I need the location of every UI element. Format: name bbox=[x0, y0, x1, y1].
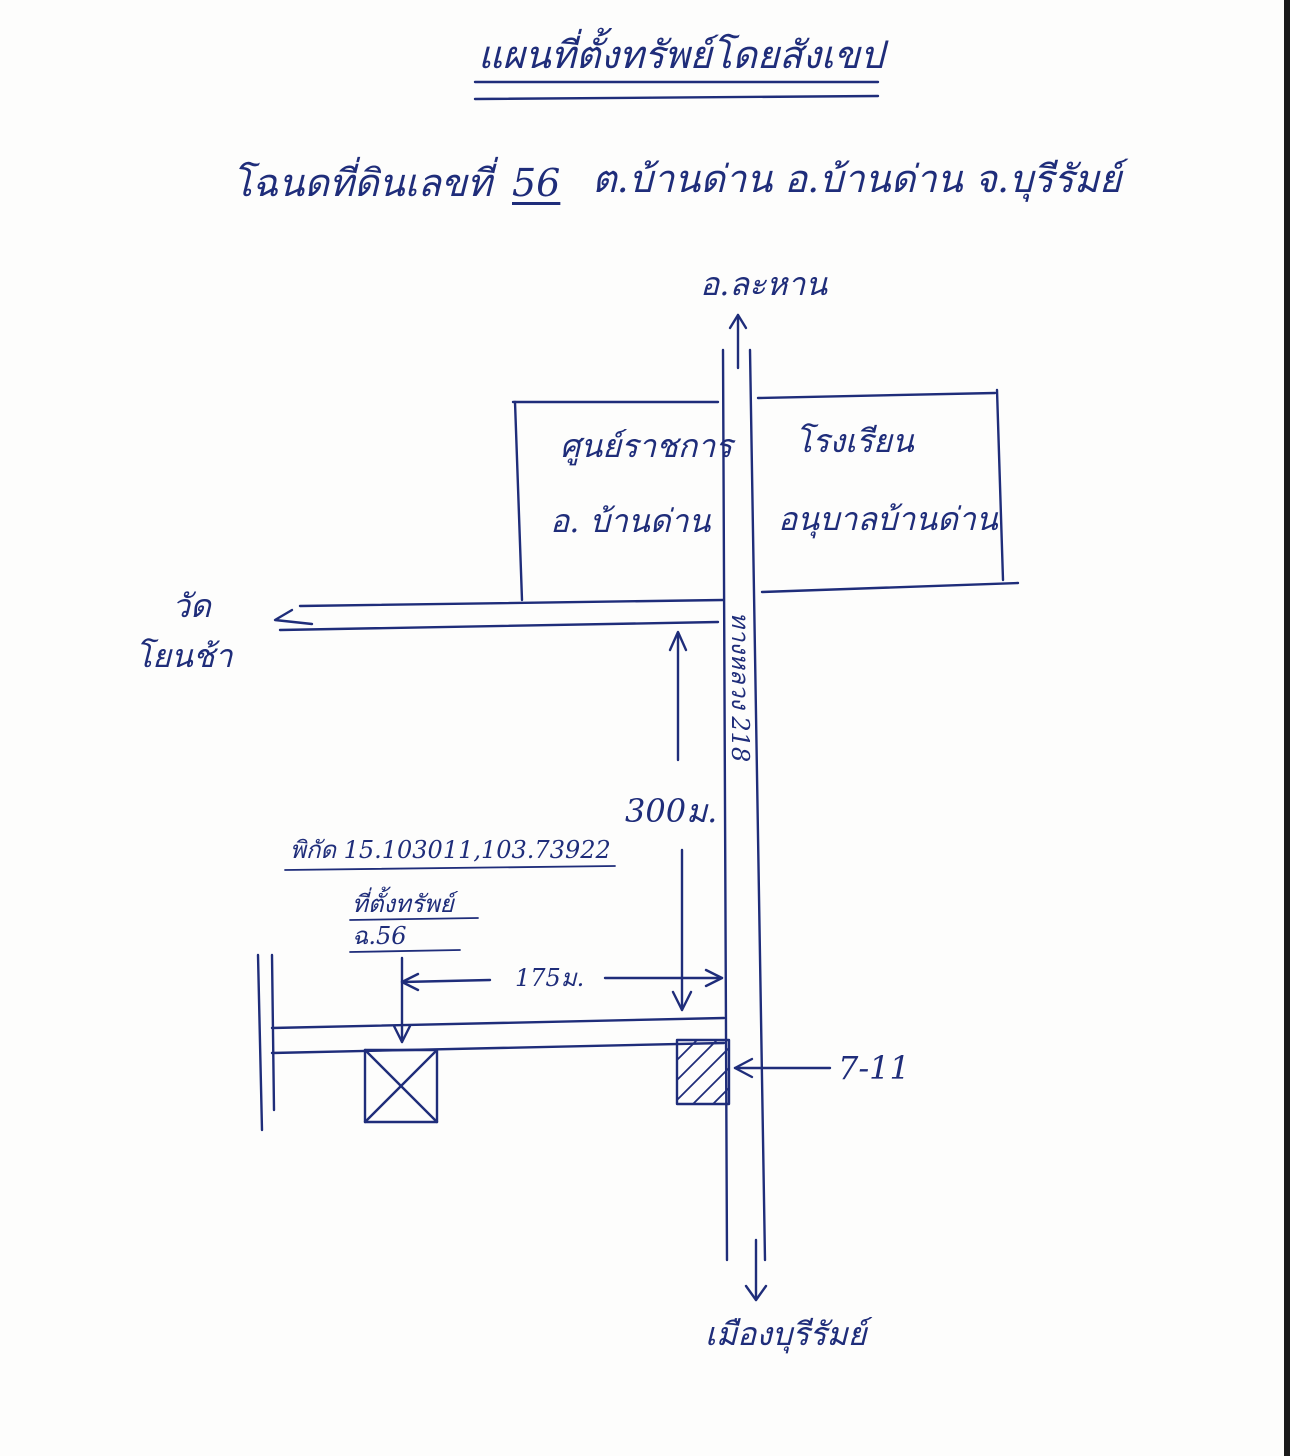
west-arrow-head bbox=[273, 608, 314, 626]
vertical-distance-label: 300ม. bbox=[625, 792, 718, 830]
coordinates-label: พิกัด 15.103011,103.73922 bbox=[290, 836, 611, 864]
west-road-top bbox=[298, 598, 725, 608]
west-direction-label-2: โยนช้า bbox=[135, 637, 233, 675]
property-label: ที่ตั้งทรัพย์ bbox=[352, 890, 454, 918]
title-double-underline bbox=[473, 94, 880, 101]
district-office-label-2: อ. บ้านด่าน bbox=[550, 502, 711, 540]
horizontal-distance-label: 175ม. bbox=[515, 964, 585, 992]
district-office-left bbox=[513, 400, 524, 602]
south-arrow-head bbox=[744, 1284, 768, 1302]
map-title: แผนที่ตั้งทรัพย์โดยสังเขป bbox=[478, 33, 884, 77]
school-right bbox=[995, 388, 1005, 582]
highway-left-edge bbox=[721, 348, 729, 1262]
highway-label: ทางหลวง 218 bbox=[726, 612, 754, 763]
north-direction-label: อ.ละหาน bbox=[700, 265, 828, 303]
property-pointer-arrow bbox=[392, 1024, 412, 1044]
school-label-2: อนุบาลบ้านด่าน bbox=[778, 500, 998, 538]
store-box bbox=[675, 1038, 731, 1106]
side-road-end-line-1 bbox=[256, 953, 264, 1132]
store-pointer-arrow bbox=[733, 1057, 754, 1079]
deed-number: 56 bbox=[512, 161, 561, 205]
school-top bbox=[756, 391, 997, 400]
deed-prefix: โฉนดที่ดินเลขที่ bbox=[232, 161, 492, 205]
side-road-end-line-2 bbox=[270, 953, 276, 1112]
coordinates-underline bbox=[284, 865, 616, 871]
vertical-measure-arrow-down bbox=[671, 990, 693, 1012]
north-arrow-head bbox=[728, 313, 748, 330]
property-plot-cross-2 bbox=[363, 1048, 439, 1124]
property-plot-box bbox=[363, 1048, 439, 1124]
property-label-underline bbox=[349, 917, 479, 921]
west-road-bottom bbox=[278, 620, 720, 632]
vertical-measure-arrow-up bbox=[668, 630, 688, 652]
south-direction-label: เมืองบุรีรัมย์ bbox=[705, 1315, 867, 1353]
school-label-1: โรงเรียน bbox=[795, 422, 914, 460]
store-hatching bbox=[676, 1039, 730, 1105]
side-road-bottom bbox=[270, 1041, 726, 1055]
property-deed-ref: ฉ.56 bbox=[352, 922, 407, 950]
deed-location: ต.บ้านด่าน อ.บ้านด่าน จ.บุรีรัมย์ bbox=[592, 157, 1122, 201]
store-label: 7-11 bbox=[838, 1049, 910, 1087]
highway-right-edge bbox=[748, 348, 767, 1262]
west-direction-label-1: วัด bbox=[172, 587, 211, 625]
page-edge-shadow bbox=[1284, 0, 1290, 1456]
district-office-label-1: ศูนย์ราชการ bbox=[560, 427, 733, 465]
horizontal-measure-arrow-left bbox=[400, 972, 420, 992]
horizontal-measure-arrow-right bbox=[704, 968, 724, 988]
deed-ref-underline bbox=[349, 949, 461, 953]
school-bottom bbox=[760, 581, 1020, 594]
horizontal-measure-left bbox=[400, 978, 492, 984]
side-road-top bbox=[270, 1016, 726, 1030]
